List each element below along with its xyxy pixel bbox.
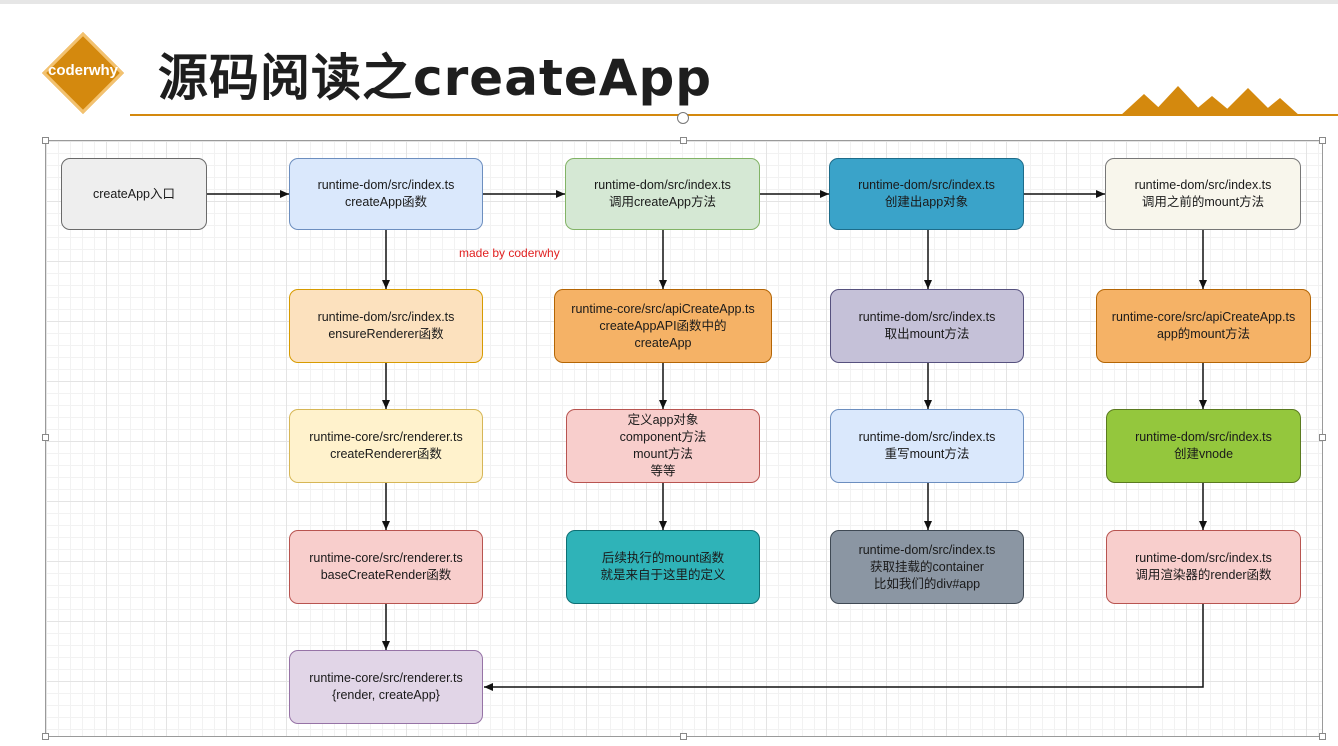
node-dom-create-vnode[interactable]: runtime-dom/src/index.ts 创建vnode (1106, 409, 1301, 483)
node-line: runtime-dom/src/index.ts (858, 430, 996, 444)
node-line: 创建出app对象 (884, 195, 969, 209)
node-line: runtime-dom/src/index.ts (1134, 178, 1272, 192)
node-line: app的mount方法 (1156, 327, 1251, 341)
node-dom-get-container[interactable]: runtime-dom/src/index.ts 获取挂载的container … (830, 530, 1024, 604)
node-line: runtime-dom/src/index.ts (594, 178, 731, 192)
arrow-render-back-to-result (484, 604, 1204, 691)
node-line: 重写mount方法 (884, 447, 970, 461)
node-dom-createapp[interactable]: runtime-dom/src/index.ts createApp函数 (289, 158, 483, 230)
resize-handle-bottom-right[interactable] (1319, 733, 1326, 740)
node-line: 调用渲染器的render函数 (1135, 568, 1272, 582)
node-dom-call-previous-mount[interactable]: runtime-dom/src/index.ts 调用之前的mount方法 (1105, 158, 1301, 230)
watermark-text: made by coderwhy (459, 246, 560, 260)
node-line: baseCreateRender函数 (320, 568, 452, 582)
resize-handle-top-left[interactable] (42, 137, 49, 144)
resize-handle-left[interactable] (42, 434, 49, 441)
node-line: runtime-core/src/apiCreateApp.ts (1111, 310, 1296, 324)
node-core-app-mount[interactable]: runtime-core/src/apiCreateApp.ts app的mou… (1096, 289, 1311, 363)
resize-handle-right[interactable] (1319, 434, 1326, 441)
node-line: createApp入口 (93, 186, 175, 201)
node-line: 创建vnode (1173, 447, 1234, 461)
node-line: 调用之前的mount方法 (1141, 195, 1265, 209)
resize-handle-top[interactable] (680, 137, 687, 144)
node-line: runtime-core/src/apiCreateApp.ts (571, 301, 755, 316)
node-line: ensureRenderer函数 (328, 327, 444, 341)
node-line: 比如我们的div#app (873, 576, 981, 591)
node-line: runtime-core/src/renderer.ts (309, 671, 463, 685)
node-line: 后续执行的mount函数 (601, 551, 725, 565)
node-line: runtime-dom/src/index.ts (317, 310, 455, 324)
node-line: runtime-dom/src/index.ts (858, 542, 996, 557)
node-core-createappapi[interactable]: runtime-core/src/apiCreateApp.ts createA… (554, 289, 772, 363)
node-line: 获取挂载的container (870, 559, 984, 574)
node-dom-create-app-object[interactable]: runtime-dom/src/index.ts 创建出app对象 (829, 158, 1024, 230)
node-line: 调用createApp方法 (609, 195, 716, 209)
page-title: 源码阅读之createApp (158, 49, 713, 107)
node-line: {render, createApp} (332, 688, 440, 702)
node-core-render-createapp-result[interactable]: runtime-core/src/renderer.ts {render, cr… (289, 650, 483, 724)
node-define-app-object[interactable]: 定义app对象 component方法 mount方法 等等 (566, 409, 760, 483)
resize-handle-bottom-left[interactable] (42, 733, 49, 740)
node-line: component方法 (619, 430, 707, 444)
node-line: runtime-dom/src/index.ts (317, 178, 455, 192)
node-dom-call-render[interactable]: runtime-dom/src/index.ts 调用渲染器的render函数 (1106, 530, 1301, 604)
node-line: createApp函数 (345, 195, 427, 209)
node-line: runtime-core/src/renderer.ts (309, 430, 463, 444)
node-line: 等等 (650, 464, 676, 478)
node-line: mount方法 (633, 447, 693, 461)
logo-text: coderwhy (47, 62, 119, 79)
node-dom-rewrite-mount[interactable]: runtime-dom/src/index.ts 重写mount方法 (830, 409, 1024, 483)
node-line: createAppAPI函数中的 (599, 318, 727, 333)
node-mount-definition[interactable]: 后续执行的mount函数 就是来自于这里的定义 (566, 530, 760, 604)
node-line: runtime-dom/src/index.ts (858, 178, 995, 192)
node-line: 取出mount方法 (884, 327, 970, 341)
node-core-base-create-render[interactable]: runtime-core/src/renderer.ts baseCreateR… (289, 530, 483, 604)
title-underline (130, 114, 1338, 116)
node-line: runtime-core/src/renderer.ts (309, 551, 463, 565)
node-dom-take-mount[interactable]: runtime-dom/src/index.ts 取出mount方法 (830, 289, 1024, 363)
node-line: runtime-dom/src/index.ts (1135, 430, 1272, 444)
node-line: runtime-dom/src/index.ts (1135, 551, 1272, 565)
coderwhy-logo: coderwhy (41, 31, 125, 115)
rotate-handle[interactable] (677, 112, 689, 124)
node-line: createApp (634, 335, 692, 350)
resize-handle-top-right[interactable] (1319, 137, 1326, 144)
node-dom-call-createapp[interactable]: runtime-dom/src/index.ts 调用createApp方法 (565, 158, 760, 230)
node-line: 定义app对象 (627, 413, 699, 427)
slide-top-edge (0, 0, 1338, 4)
node-line: runtime-dom/src/index.ts (858, 310, 996, 324)
resize-handle-bottom[interactable] (680, 733, 687, 740)
node-createapp-entry[interactable]: createApp入口 (61, 158, 207, 230)
node-line: createRenderer函数 (330, 447, 442, 461)
node-line: 就是来自于这里的定义 (600, 568, 726, 582)
node-dom-ensure-renderer[interactable]: runtime-dom/src/index.ts ensureRenderer函… (289, 289, 483, 363)
mountain-decoration (1120, 86, 1300, 116)
node-core-create-renderer[interactable]: runtime-core/src/renderer.ts createRende… (289, 409, 483, 483)
